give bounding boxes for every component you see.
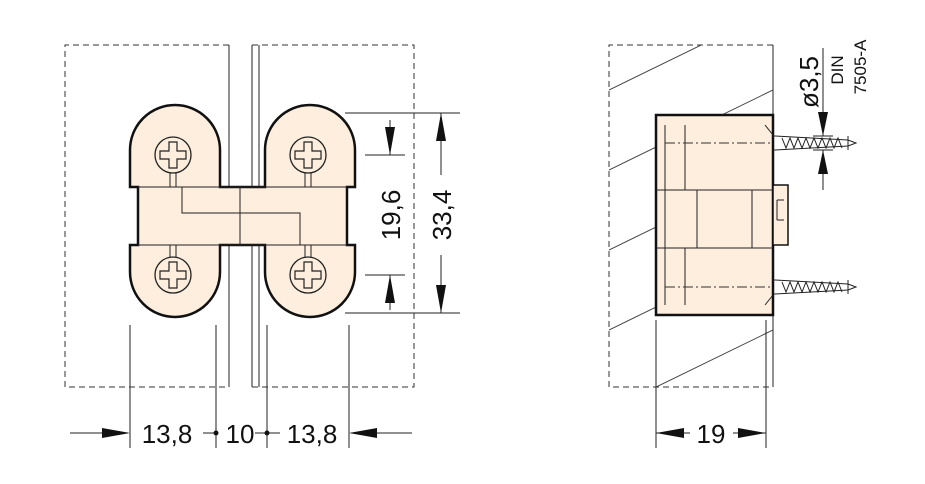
height-dimension-line: [436, 113, 446, 313]
side-mechanism-lines: [656, 124, 784, 306]
dimension-depth: 19: [697, 419, 726, 449]
screw-spacing-dimension-line: [385, 120, 395, 310]
width-dimension-line: [70, 428, 412, 438]
screw-standard-line1: DIN: [828, 55, 847, 84]
hinge-body-side: [654, 113, 775, 317]
front-view: 13,8 10 13,8 19,6 33,4: [64, 44, 460, 449]
screw-standard-line2: 7505-A: [851, 39, 870, 94]
left-panel-outline: [64, 44, 229, 388]
screw-top-right: [289, 136, 327, 174]
dimension-screw-spacing: 19,6: [376, 190, 406, 241]
dimension-width-gap: 10: [226, 419, 255, 449]
dimension-height: 33,4: [427, 190, 457, 241]
side-panel-outline: [608, 44, 773, 388]
screw-bottom-right: [289, 256, 327, 294]
dimension-width-right: 13,8: [287, 419, 338, 449]
right-panel-outline: [252, 44, 415, 388]
screw-side-bottom: [773, 279, 858, 295]
dimension-width-left: 13,8: [142, 419, 193, 449]
dimension-screw-diameter: ø3,5: [794, 56, 824, 108]
side-view: ø3,5 DIN 7505-A 19: [608, 39, 870, 449]
depth-dimension-line: [655, 320, 767, 448]
screw-diameter-dimension-line: [813, 48, 833, 190]
screw-top-left: [154, 136, 192, 174]
screw-bottom-left: [154, 256, 192, 294]
hinge-knuckle-side: [772, 184, 789, 246]
screw-side-top: [773, 135, 858, 151]
